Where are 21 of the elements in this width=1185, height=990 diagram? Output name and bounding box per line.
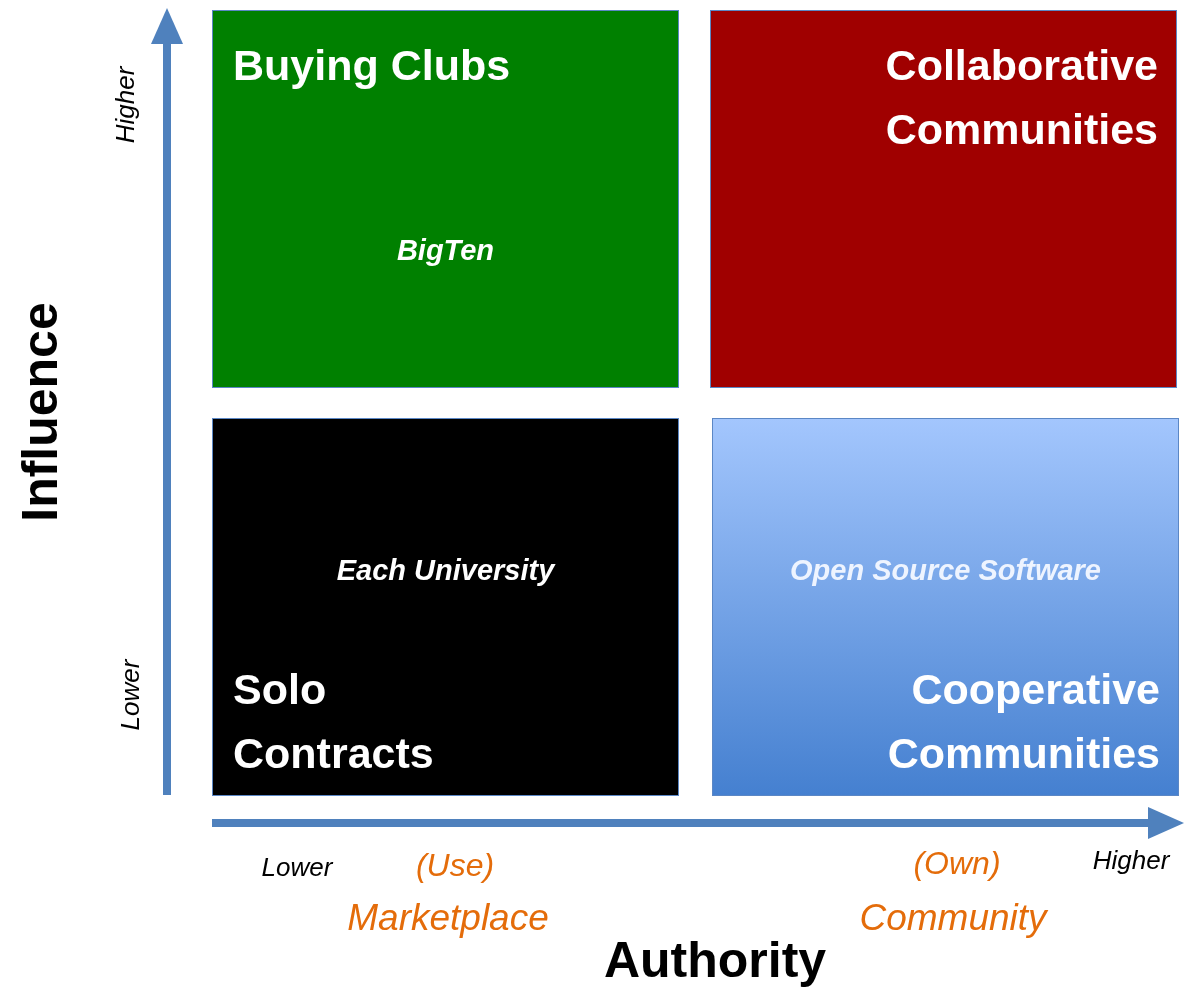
axis-note: (Use) <box>415 849 495 881</box>
quadrant-title: Collaborative Communities <box>884 40 1158 155</box>
quadrant-title: Cooperative Communities <box>886 664 1160 779</box>
collaborative-communities-quadrant <box>710 10 1177 388</box>
axis-title: Influence <box>15 302 65 522</box>
axis-tick-label: Higher <box>1092 847 1170 873</box>
axis-note: Marketplace <box>347 898 549 936</box>
quadrant-title: Solo Contracts <box>233 664 435 779</box>
buying-clubs-quadrant <box>212 10 679 388</box>
axis-note: Community <box>859 898 1047 936</box>
example-text: BigTen <box>395 233 496 268</box>
axis-tick-label: Higher <box>112 66 138 144</box>
solo-contracts-quadrant <box>212 418 679 796</box>
axis-tick-label: Lower <box>261 854 333 880</box>
axis-title: Authority <box>603 935 827 985</box>
axis-note: (Own) <box>913 847 1001 879</box>
example-text: Open Source Software <box>789 553 1102 588</box>
cooperative-communities-quadrant <box>712 418 1179 796</box>
axis-tick-label: Lower <box>117 659 143 731</box>
example-text: Each University <box>335 553 557 588</box>
quadrant-title: Buying Clubs <box>233 40 511 91</box>
